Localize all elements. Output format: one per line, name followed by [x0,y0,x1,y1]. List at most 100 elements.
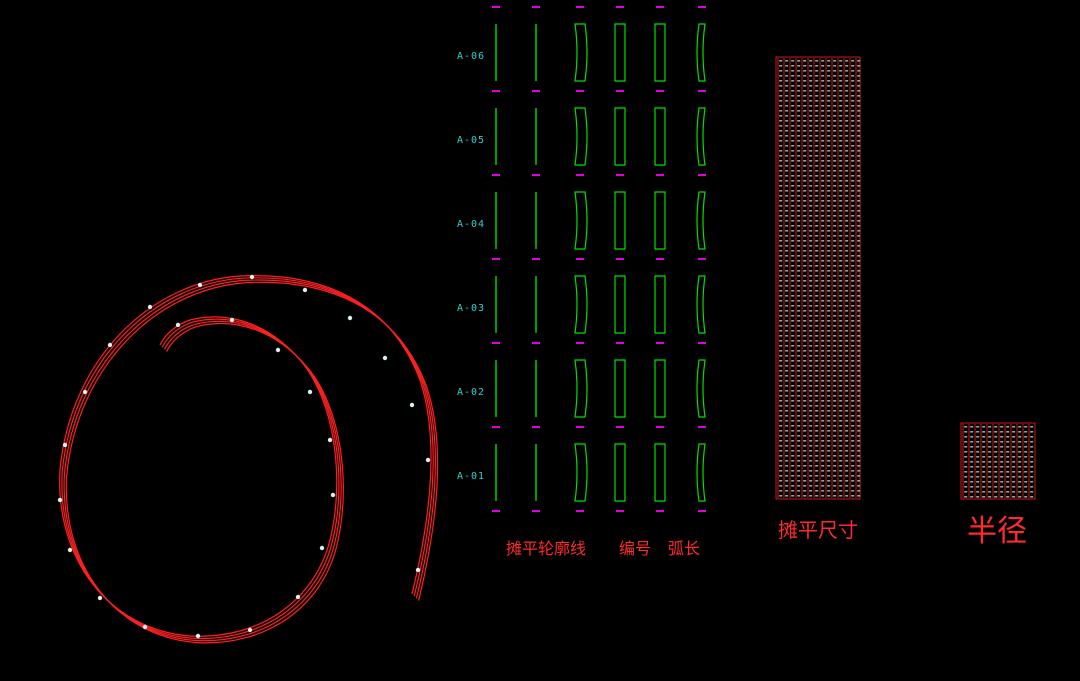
size-table-cell [785,210,789,212]
size-table-cell [857,385,861,387]
size-table-cell [797,360,801,362]
size-table-cell [827,165,831,167]
size-table-cell [809,155,813,157]
size-table-cell [839,455,843,457]
size-table-cell [845,375,849,377]
size-table-cell [815,495,819,497]
size-table-cell [791,125,795,127]
size-table-cell [839,115,843,117]
size-table-cell [827,245,831,247]
size-table-cell [791,465,795,467]
size-table-cell [851,430,855,432]
size-table-cell [779,485,783,487]
size-table-cell [803,430,807,432]
size-table-cell [851,465,855,467]
size-table-cell [833,290,837,292]
size-table-cell [785,70,789,72]
radius-table-cell [964,461,968,463]
size-table-cell [833,130,837,132]
size-table-cell [821,85,825,87]
size-table-cell [815,450,819,452]
radius-table-cell [1018,491,1022,493]
panel-tag-top [576,6,584,8]
size-table-cell [839,135,843,137]
size-table-cell [845,320,849,322]
size-table-cell [803,365,807,367]
size-table-cell [815,355,819,357]
size-table-cell [857,105,861,107]
size-table-cell [845,270,849,272]
size-table-cell [785,140,789,142]
spiral-segment-marker [415,567,421,573]
size-table-cell [785,95,789,97]
size-table-cell [785,400,789,402]
size-table-cell [803,140,807,142]
size-table-cell [809,430,813,432]
size-table-cell [809,250,813,252]
size-table-cell [797,155,801,157]
size-table-cell [851,375,855,377]
size-table-cell [839,80,843,82]
size-table-cell [815,360,819,362]
size-table-cell [839,485,843,487]
size-table-cell [797,85,801,87]
size-table-cell [821,470,825,472]
panel-tag-bottom [576,510,584,512]
size-table-cell [833,230,837,232]
size-table-cell [857,260,861,262]
size-table-cell [803,95,807,97]
size-table-cell [827,80,831,82]
size-table-cell [851,80,855,82]
radius-table-cell [988,476,992,478]
size-table-cell [827,185,831,187]
size-table-cell [797,295,801,297]
size-table-cell [821,285,825,287]
size-table-cell [779,260,783,262]
row-label-a01: A-01 [457,471,486,482]
size-table-cell [797,180,801,182]
size-table-cell [827,490,831,492]
size-table-cell [791,245,795,247]
radius-table-cell [970,436,974,438]
size-table-cell [839,290,843,292]
size-table-cell [851,310,855,312]
size-table-cell [851,165,855,167]
size-table-cell [839,200,843,202]
size-table-cell [839,215,843,217]
radius-table-cell [1018,426,1022,428]
size-table-cell [785,165,789,167]
size-table-cell [845,140,849,142]
size-table-cell [803,435,807,437]
size-table-cell [815,215,819,217]
size-table-cell [791,75,795,77]
radius-table-cell [1024,476,1028,478]
radius-table-cell [970,486,974,488]
size-table-cell [779,110,783,112]
size-table-cell [833,420,837,422]
size-table-cell [809,470,813,472]
spiral-segment-marker [82,389,88,395]
size-table-cell [857,485,861,487]
size-table-cell [839,240,843,242]
size-table-cell [857,275,861,277]
size-table-cell [815,110,819,112]
radius-table-cell [982,471,986,473]
size-table-cell [857,315,861,317]
radius-table-cell [1018,471,1022,473]
size-table-cell [857,305,861,307]
size-table-cell [857,270,861,272]
size-table-cell [827,120,831,122]
size-table-cell [851,390,855,392]
size-table-cell [851,385,855,387]
size-table-cell [785,495,789,497]
radius-table-cell [1018,496,1022,498]
size-table-cell [785,295,789,297]
size-table-cell [779,85,783,87]
size-table-cell [809,335,813,337]
size-table-cell [851,170,855,172]
size-table-cell [815,130,819,132]
size-table-cell [857,190,861,192]
size-table-cell [785,355,789,357]
size-table-cell [821,280,825,282]
size-table-cell [851,60,855,62]
